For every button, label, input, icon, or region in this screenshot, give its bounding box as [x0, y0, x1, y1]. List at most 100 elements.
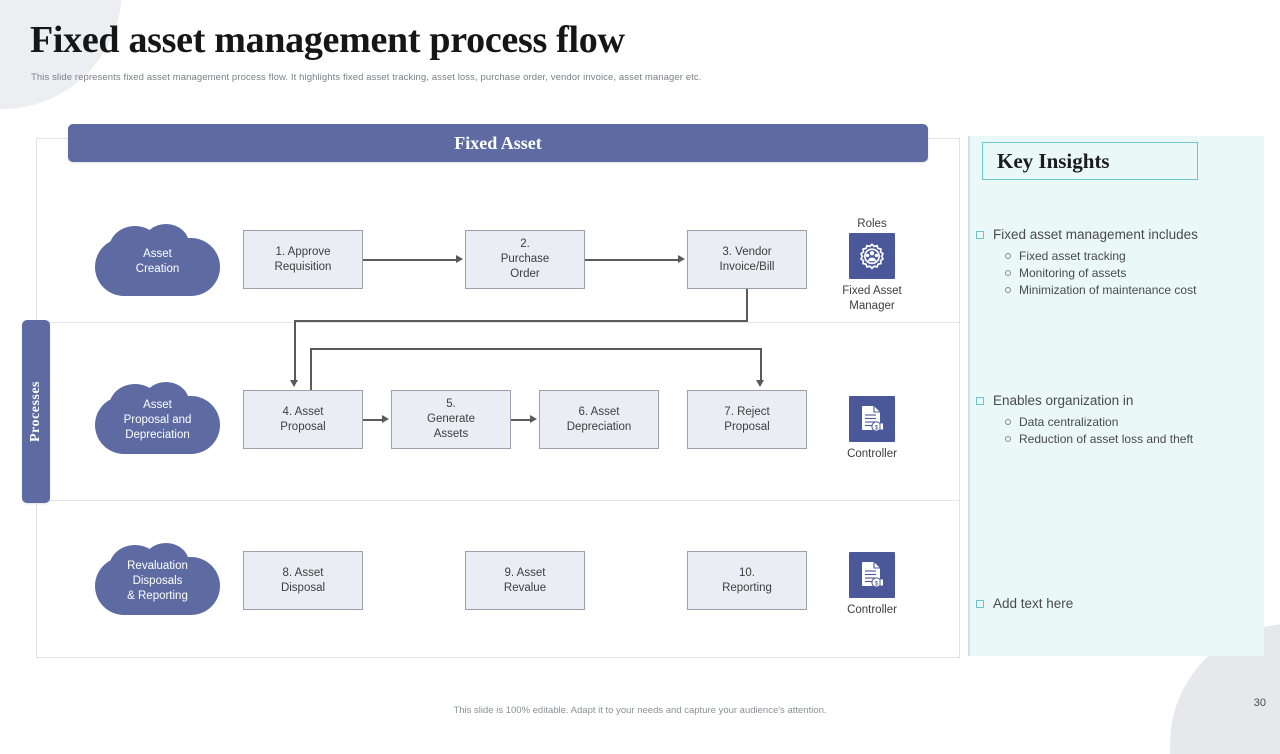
insight-item: Fixed asset tracking — [1019, 249, 1126, 263]
processes-side-tab-label: Processes — [28, 381, 43, 442]
connector-2-to-3 — [585, 259, 678, 261]
step-box-5-generate-assets[interactable]: 5. Generate Assets — [391, 390, 511, 449]
connector-5-to-6 — [511, 419, 530, 421]
processes-side-tab: Processes — [22, 320, 50, 503]
step-line: Invoice/Bill — [719, 260, 775, 273]
cloud-line: Proposal and — [123, 413, 192, 426]
step-line: 9. Asset — [504, 566, 546, 579]
insight-group-3[interactable]: Add text here — [976, 595, 1266, 613]
connector-3-left — [294, 320, 748, 322]
connector-branch-right — [310, 348, 762, 350]
insight-item: Minimization of maintenance cost — [1019, 283, 1197, 297]
roles-header-label: Roles — [857, 218, 887, 230]
document-money-icon: $ — [849, 396, 895, 442]
step-line: Purchase — [500, 253, 550, 265]
step-line: Proposal — [280, 420, 326, 433]
step-line: 5. — [446, 398, 456, 410]
step-line: Order — [510, 268, 540, 280]
circle-bullet-icon — [1005, 253, 1011, 259]
footer-note: This slide is 100% editable. Adapt it to… — [453, 705, 827, 716]
role-label-line: Manager — [849, 300, 895, 312]
role-label-line: Fixed Asset — [842, 285, 902, 297]
gear-people-icon — [849, 233, 895, 279]
circle-bullet-icon — [1005, 436, 1011, 442]
page-number: 30 — [1253, 697, 1266, 709]
page-title: Fixed asset management process flow — [30, 19, 625, 61]
cloud-line: Depreciation — [125, 428, 190, 441]
cloud-revaluation-disposals-reporting: Revaluation Disposals & Reporting — [95, 543, 220, 619]
insight-item: Data centralization — [1019, 415, 1119, 429]
fixed-asset-banner: Fixed Asset — [68, 124, 928, 162]
step-line: 3. Vendor — [722, 245, 772, 258]
step-box-7-reject-proposal[interactable]: 7. Reject Proposal — [687, 390, 807, 449]
circle-bullet-icon — [1005, 419, 1011, 425]
insight-heading: Add text here — [993, 596, 1074, 611]
cloud-line: Asset — [143, 248, 172, 260]
step-line: 6. Asset — [578, 405, 620, 418]
role-label: Controller — [847, 448, 897, 460]
step-line: Depreciation — [566, 420, 632, 433]
connector-4-branch-up — [310, 348, 312, 390]
insight-item: Monitoring of assets — [1019, 266, 1127, 280]
square-bullet-icon — [976, 600, 984, 608]
step-box-1-approve-requisition[interactable]: 1. Approve Requisition — [243, 230, 363, 289]
circle-bullet-icon — [1005, 287, 1011, 293]
cloud-line: & Reporting — [127, 589, 188, 602]
arrowhead-1-to-2 — [456, 255, 463, 263]
cloud-asset-creation: Asset Creation — [95, 224, 220, 300]
step-line: Reporting — [722, 581, 772, 594]
key-insights-accent-bar — [968, 136, 970, 656]
step-line: Proposal — [724, 420, 770, 433]
step-line: Requisition — [274, 260, 332, 273]
connector-to-7-down — [760, 348, 762, 380]
svg-text:$: $ — [875, 580, 879, 587]
insight-item: Reduction of asset loss and theft — [1019, 432, 1194, 446]
key-insights-panel — [968, 136, 1264, 656]
step-line: Assets — [433, 428, 469, 440]
connector-3-to-4-down — [294, 320, 296, 380]
step-line: 2. — [520, 238, 530, 250]
connector-3-down — [746, 289, 748, 322]
page-subtitle: This slide represents fixed asset manage… — [31, 72, 702, 83]
step-line: Generate — [427, 413, 475, 425]
step-box-10-reporting[interactable]: 10. Reporting — [687, 551, 807, 610]
cloud-line: Revaluation — [127, 559, 188, 572]
step-box-4-asset-proposal[interactable]: 4. Asset Proposal — [243, 390, 363, 449]
connector-1-to-2 — [363, 259, 456, 261]
square-bullet-icon — [976, 231, 984, 239]
role-label: Controller — [847, 604, 897, 616]
role-controller-lane2: $ Controller — [812, 396, 932, 462]
arrowhead-3-to-4 — [290, 380, 298, 387]
arrowhead-5-to-6 — [530, 415, 537, 423]
step-line: 4. Asset — [282, 405, 324, 418]
step-box-2-purchase-order[interactable]: 2. Purchase Order — [465, 230, 585, 289]
square-bullet-icon — [976, 397, 984, 405]
insight-heading: Enables organization in — [993, 393, 1134, 408]
step-box-6-asset-depreciation[interactable]: 6. Asset Depreciation — [539, 390, 659, 449]
step-box-3-vendor-invoice-bill[interactable]: 3. Vendor Invoice/Bill — [687, 230, 807, 289]
cloud-asset-proposal-depreciation: Asset Proposal and Depreciation — [95, 382, 220, 458]
step-line: 10. — [739, 566, 755, 579]
step-box-9-asset-revalue[interactable]: 9. Asset Revalue — [465, 551, 585, 610]
cloud-line: Creation — [135, 263, 180, 275]
insight-group-1: Fixed asset management includes Fixed as… — [976, 226, 1266, 299]
role-label: Fixed Asset Manager — [812, 284, 932, 314]
insight-group-2: Enables organization in Data centralizat… — [976, 392, 1266, 448]
step-line: 1. Approve — [275, 245, 331, 258]
svg-text:$: $ — [875, 424, 879, 431]
arrowhead-2-to-3 — [678, 255, 685, 263]
step-line: Disposal — [280, 581, 326, 594]
step-box-8-asset-disposal[interactable]: 8. Asset Disposal — [243, 551, 363, 610]
fixed-asset-banner-label: Fixed Asset — [454, 132, 542, 153]
lane-divider-2 — [37, 500, 959, 501]
key-insights-title: Key Insights — [982, 142, 1198, 180]
arrowhead-4-to-5 — [382, 415, 389, 423]
document-money-icon: $ — [849, 552, 895, 598]
step-line: 8. Asset — [282, 566, 324, 579]
arrowhead-to-7 — [756, 380, 764, 387]
role-fixed-asset-manager: Roles Fixed Asset Manager — [812, 218, 932, 314]
role-controller-lane3: $ Controller — [812, 552, 932, 618]
connector-4-to-5 — [363, 419, 382, 421]
insight-heading: Fixed asset management includes — [993, 227, 1198, 242]
cloud-line: Disposals — [132, 574, 183, 587]
